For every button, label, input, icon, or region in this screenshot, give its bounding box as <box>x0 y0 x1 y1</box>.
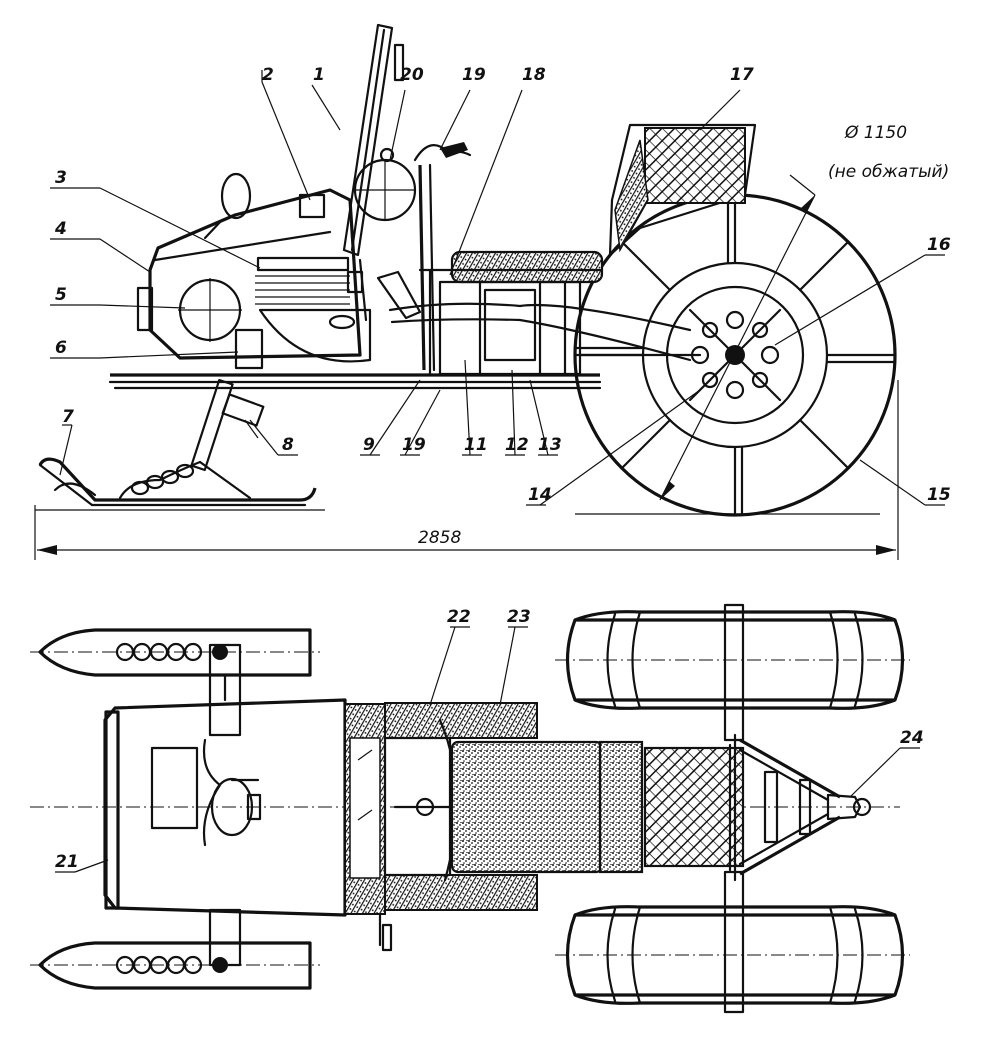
label-8: 8 <box>282 435 294 455</box>
label-15: 15 <box>927 485 951 505</box>
label-1: 1 <box>313 65 325 85</box>
label-4: 4 <box>54 219 67 239</box>
label-17: 17 <box>730 65 754 85</box>
label-16: 16 <box>927 235 951 255</box>
label-12: 12 <box>505 435 529 455</box>
wheel-diameter-text: Ø 1150 <box>844 123 907 143</box>
plan-ski-upper <box>30 628 320 737</box>
label-14: 14 <box>528 485 552 505</box>
label-5: 5 <box>55 285 67 305</box>
plan-wheel-lower <box>555 870 910 1014</box>
label-21: 21 <box>55 852 79 872</box>
wheel-note-text: (не обжатый) <box>828 162 949 182</box>
frame <box>108 268 702 390</box>
plan-body <box>103 698 393 952</box>
plan-towbar <box>728 733 872 882</box>
label-24: 24 <box>900 728 924 748</box>
windshield <box>342 23 405 257</box>
label-6: 6 <box>55 338 67 358</box>
plan-label-leaders <box>55 626 920 873</box>
label-22: 22 <box>447 607 471 627</box>
label-11: 11 <box>464 435 488 455</box>
label-3: 3 <box>55 168 67 188</box>
headlight <box>353 147 417 222</box>
plan-view: 22 23 24 21 <box>30 603 924 1014</box>
label-leaders <box>50 70 945 506</box>
side-view: 1 2 20 19 18 17 3 4 5 6 7 8 9 19 11 12 1… <box>34 23 951 560</box>
overall-length-text: 2858 <box>418 528 461 548</box>
steering-column <box>413 142 472 372</box>
label-19-top: 19 <box>462 65 486 85</box>
label-9: 9 <box>363 435 375 455</box>
plan-seat <box>383 702 745 911</box>
plan-ski-lower <box>30 908 320 990</box>
seat <box>450 250 604 284</box>
label-2: 2 <box>262 65 274 85</box>
label-23: 23 <box>507 607 531 627</box>
length-dimension <box>34 380 899 560</box>
label-19-bottom: 19 <box>402 435 426 455</box>
plan-wheel-upper <box>555 603 910 742</box>
label-7: 7 <box>62 407 74 427</box>
label-20: 20 <box>400 65 424 85</box>
rear-wheel <box>573 174 897 517</box>
label-13: 13 <box>538 435 562 455</box>
front-ski <box>38 378 317 507</box>
seat-back <box>608 123 757 257</box>
label-18: 18 <box>522 65 546 85</box>
engine-cowl <box>136 172 422 370</box>
